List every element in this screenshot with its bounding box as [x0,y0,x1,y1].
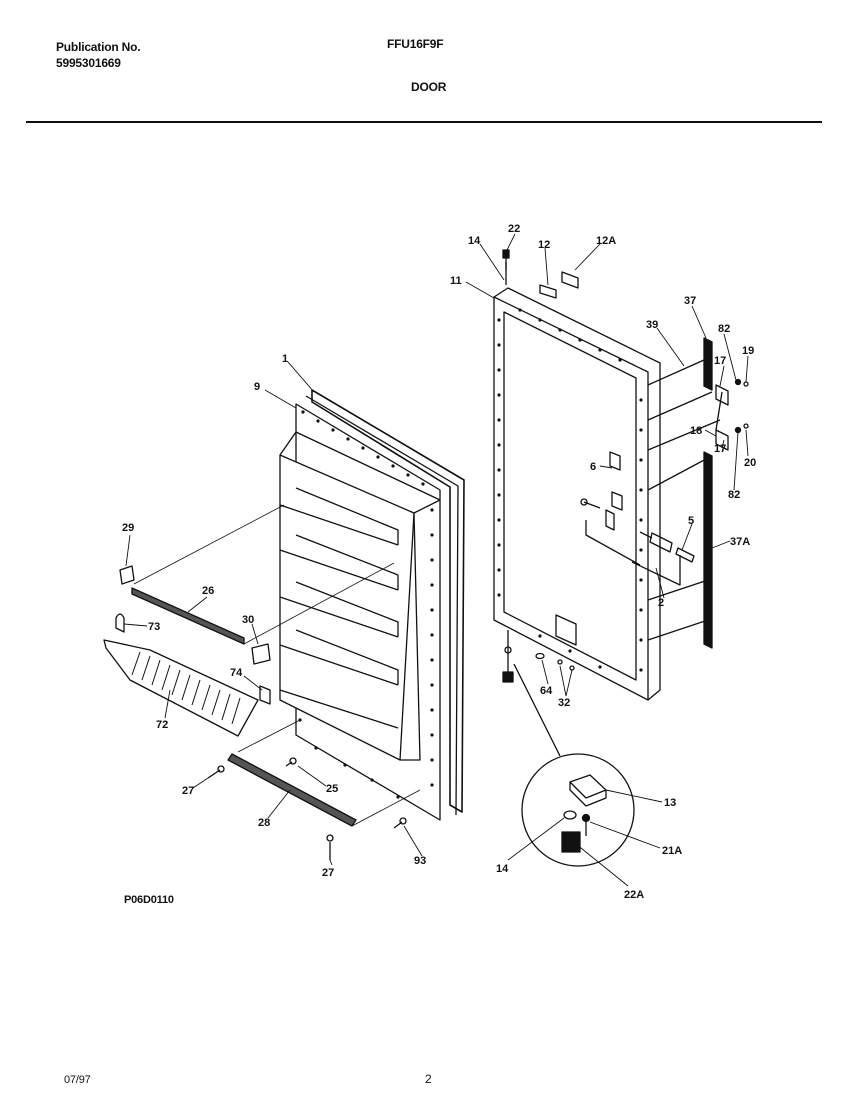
callout-28: 28 [258,817,270,829]
section-title: DOOR [411,80,447,94]
callout-22: 22 [508,223,520,235]
callout-5: 5 [688,515,694,527]
page-number: 2 [425,1072,432,1086]
callout-1: 1 [282,353,288,365]
handle-strips [703,337,749,649]
callout-32: 32 [558,697,570,709]
left-parts [103,565,407,860]
figure-code: P06D0110 [124,894,174,906]
door-liner [279,389,465,821]
callout-27-lower: 27 [322,867,334,879]
callout-labels: 1 9 29 26 73 30 74 72 27 25 28 27 93 14 … [122,223,756,901]
callout-74: 74 [230,667,243,679]
callout-82-upper: 82 [718,323,730,335]
callout-6: 6 [590,461,596,473]
projection-lines [133,504,421,827]
callout-93: 93 [414,855,426,867]
callout-9: 9 [254,381,260,393]
callout-29: 29 [122,522,134,534]
detail-inset [513,663,635,867]
outer-door-panel [493,287,721,701]
callout-22a: 22A [624,889,644,901]
callout-20: 20 [744,457,756,469]
publication-number: 5995301669 [56,56,121,70]
callout-27-upper: 27 [182,785,194,797]
callout-12: 12 [538,239,550,251]
callout-14-lower: 14 [496,863,509,875]
callout-73: 73 [148,621,160,633]
callout-19: 19 [742,345,754,357]
callout-13: 13 [664,797,676,809]
callout-39: 39 [646,319,658,331]
publication-label: Publication No. [56,40,141,54]
callout-17-lower: 17 [714,443,726,455]
leader-lines [123,233,749,887]
callout-37: 37 [684,295,696,307]
callout-72: 72 [156,719,168,731]
model-number: FFU16F9F [387,37,444,51]
callout-26: 26 [202,585,214,597]
callout-21a: 21A [662,845,682,857]
callout-18: 18 [690,425,702,437]
header-rule [26,121,822,123]
callout-25: 25 [326,783,338,795]
callout-12a: 12A [596,235,616,247]
callout-17-upper: 17 [714,355,726,367]
bottom-hinge-parts [502,630,575,683]
callout-2: 2 [658,597,664,609]
callout-37a: 37A [730,536,750,548]
callout-64: 64 [540,685,553,697]
footer-date: 07/97 [64,1074,91,1086]
callout-82-lower: 82 [728,489,740,501]
callout-30: 30 [242,614,254,626]
callout-11: 11 [450,275,462,287]
callout-14-upper: 14 [468,235,481,247]
